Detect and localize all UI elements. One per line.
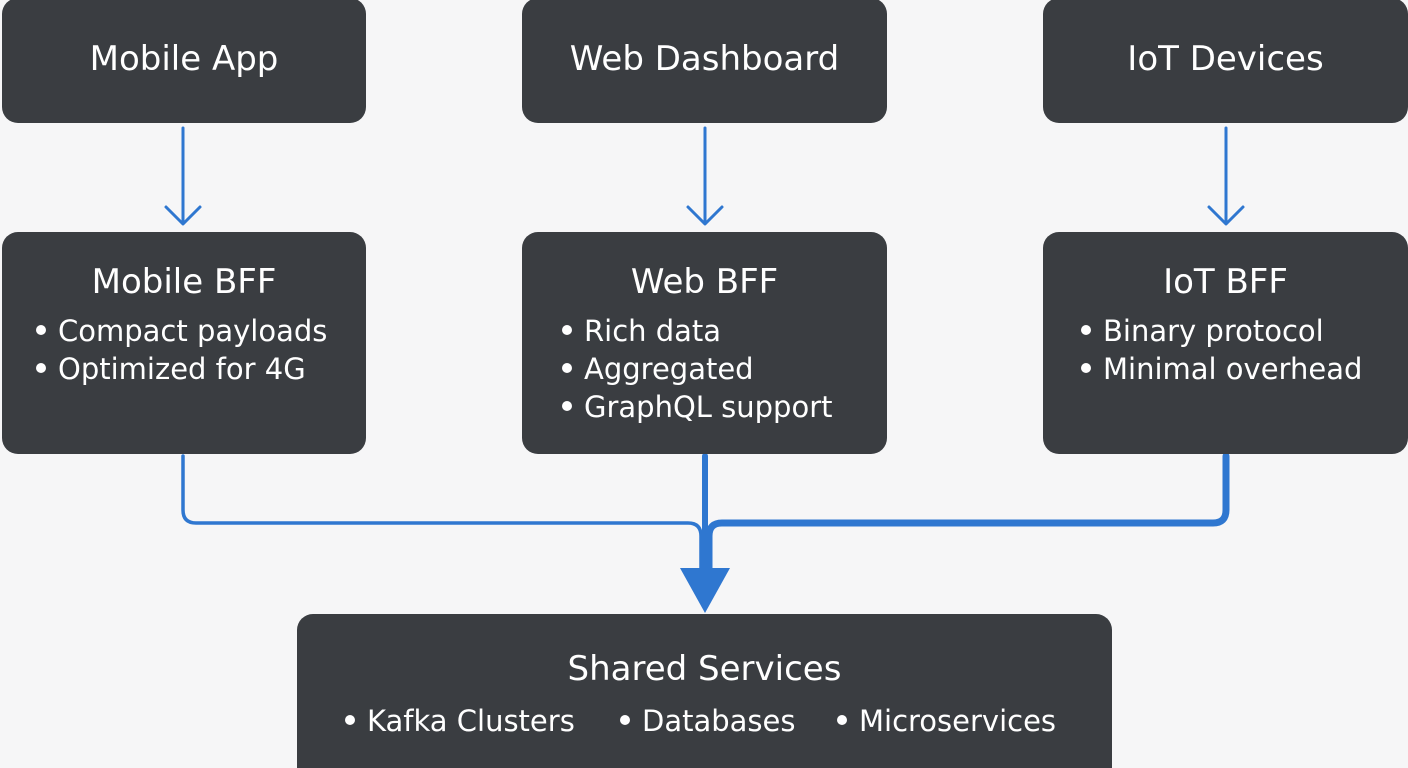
- arrowhead-to-shared-services: [680, 568, 730, 613]
- shared-service-text: Databases: [642, 704, 796, 738]
- bullet-dot: [36, 325, 46, 335]
- bff-box-web: Web BFF Rich data Aggregated GraphQL sup…: [522, 232, 887, 454]
- bullet-dot: [837, 715, 847, 725]
- connector-iot-bff-to-shared: [705, 452, 1230, 574]
- bullet-dot: [1081, 363, 1091, 373]
- shared-service-item: Databases: [620, 702, 795, 740]
- shared-services-box: Shared Services Kafka Clusters Databases…: [297, 614, 1112, 768]
- shared-services-title: Shared Services: [567, 649, 842, 689]
- bff-feature: Minimal overhead: [1081, 350, 1362, 388]
- bff-feature: Compact payloads: [36, 312, 327, 350]
- shared-service-item: Microservices: [837, 702, 1056, 740]
- client-title: IoT Devices: [1127, 39, 1324, 79]
- bff-feature-list: Rich data Aggregated GraphQL support: [562, 312, 833, 426]
- bff-title: Mobile BFF: [91, 262, 277, 302]
- bullet-dot: [562, 325, 572, 335]
- arrow-web-dashboard-to-web-bff: [686, 126, 724, 226]
- bff-box-mobile: Mobile BFF Compact payloads Optimized fo…: [2, 232, 366, 454]
- bff-feature-text: Binary protocol: [1103, 314, 1324, 348]
- bff-feature: Optimized for 4G: [36, 350, 327, 388]
- bff-feature-text: Compact payloads: [58, 314, 328, 348]
- bff-feature-list: Binary protocol Minimal overhead: [1081, 312, 1362, 388]
- bff-feature: Rich data: [562, 312, 833, 350]
- bff-box-iot: IoT BFF Binary protocol Minimal overhead: [1043, 232, 1408, 454]
- shared-service-text: Kafka Clusters: [367, 704, 575, 738]
- bff-feature-text: GraphQL support: [584, 390, 833, 424]
- shared-service-item: Kafka Clusters: [345, 702, 575, 740]
- bullet-dot: [620, 715, 630, 725]
- arrow-iot-devices-to-iot-bff: [1207, 126, 1245, 226]
- bff-title: IoT BFF: [1163, 262, 1288, 302]
- arrow-mobile-app-to-mobile-bff: [164, 126, 202, 226]
- bullet-dot: [36, 363, 46, 373]
- bff-feature-list: Compact payloads Optimized for 4G: [36, 312, 327, 388]
- bff-feature-text: Rich data: [584, 314, 722, 348]
- shared-service-text: Microservices: [859, 704, 1057, 738]
- client-box-mobile-app: Mobile App: [2, 0, 366, 123]
- bullet-dot: [345, 715, 355, 725]
- bff-feature-text: Optimized for 4G: [58, 352, 306, 386]
- bullet-dot: [1081, 325, 1091, 335]
- bullet-dot: [562, 401, 572, 411]
- bff-feature: GraphQL support: [562, 388, 833, 426]
- connector-mobile-bff-to-shared: [181, 454, 703, 572]
- bff-feature: Binary protocol: [1081, 312, 1362, 350]
- client-title: Mobile App: [89, 39, 279, 79]
- bff-feature-text: Aggregated: [584, 352, 754, 386]
- client-box-web-dashboard: Web Dashboard: [522, 0, 887, 123]
- bff-title: Web BFF: [630, 262, 779, 302]
- client-title: Web Dashboard: [569, 39, 840, 79]
- bullet-dot: [562, 363, 572, 373]
- client-box-iot-devices: IoT Devices: [1043, 0, 1408, 123]
- bff-feature-text: Minimal overhead: [1103, 352, 1363, 386]
- bff-feature: Aggregated: [562, 350, 833, 388]
